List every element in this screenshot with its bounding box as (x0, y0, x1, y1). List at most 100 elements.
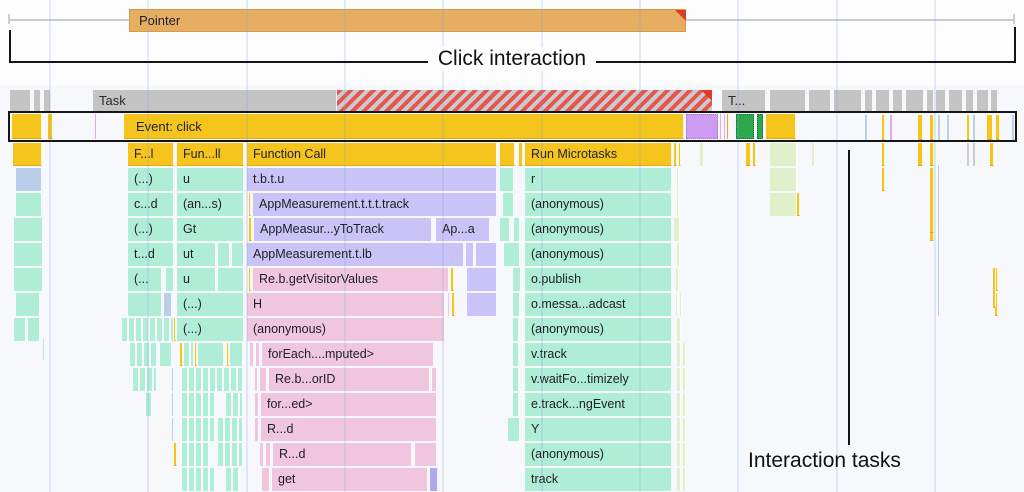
event-segment[interactable] (736, 114, 754, 139)
flame-frame[interactable]: (anonymous) (525, 318, 672, 341)
flame-sliver[interactable] (182, 443, 210, 466)
event-segment[interactable] (724, 114, 726, 139)
flame-sliver[interactable] (122, 318, 174, 341)
flame-frame[interactable]: ut (177, 243, 216, 266)
flame-frame[interactable]: get (272, 468, 428, 491)
flame-frame[interactable]: AppMeasurement.t.lb (247, 243, 464, 266)
flame-frame[interactable]: u (177, 168, 244, 191)
flame-frame[interactable]: t...d (128, 243, 174, 266)
flame-sliver[interactable] (476, 243, 497, 266)
flame-sliver[interactable] (14, 318, 26, 341)
flame-frame[interactable]: (...) (128, 218, 174, 241)
flame-sliver[interactable] (133, 368, 157, 391)
flame-frame[interactable]: v.waitFo...timizely (525, 368, 672, 391)
flame-frame[interactable]: c...d (128, 193, 174, 216)
flame-sliver[interactable] (683, 468, 686, 491)
flame-sliver[interactable] (184, 343, 194, 366)
flame-frame[interactable]: track (525, 468, 672, 491)
flame-frame[interactable]: (... (128, 268, 162, 291)
flame-sliver[interactable] (513, 393, 519, 416)
flame-frame[interactable]: F...l (128, 143, 174, 166)
flame-sliver[interactable] (513, 293, 520, 316)
flame-sliver[interactable] (14, 218, 43, 241)
task-segment[interactable] (770, 90, 806, 111)
flame-frame[interactable]: H (247, 293, 445, 316)
flame-sliver[interactable] (770, 193, 797, 216)
task-segment[interactable] (949, 90, 963, 111)
flame-sliver[interactable] (218, 243, 230, 266)
flame-frame[interactable]: Fun...ll (177, 143, 244, 166)
task-segment[interactable] (906, 90, 924, 111)
flame-sliver[interactable] (266, 443, 271, 466)
flame-sliver[interactable] (683, 368, 686, 391)
task-segment[interactable] (927, 90, 934, 111)
task-segment[interactable] (44, 90, 51, 111)
flame-sliver[interactable] (973, 143, 976, 166)
flame-frame[interactable]: AppMeasurement.t.t.t.track (253, 193, 497, 216)
flame-sliver[interactable] (995, 293, 998, 316)
flame-frame[interactable]: (...) (177, 318, 244, 341)
task-segment[interactable] (865, 90, 873, 111)
task-segment[interactable] (893, 90, 903, 111)
task-segment[interactable] (10, 90, 31, 111)
event-segment[interactable] (95, 114, 97, 139)
event-segment[interactable] (720, 114, 722, 139)
flame-frame[interactable]: o.messa...adcast (525, 293, 672, 316)
flame-sliver[interactable] (676, 268, 679, 291)
flame-sliver[interactable] (255, 393, 259, 416)
flame-sliver[interactable] (448, 293, 450, 316)
flame-frame[interactable]: Run Microtasks (525, 143, 672, 166)
flame-sliver[interactable] (995, 268, 998, 291)
flame-sliver[interactable] (232, 243, 244, 266)
flame-sliver[interactable] (230, 343, 243, 366)
flame-sliver[interactable] (770, 143, 797, 166)
flame-sliver[interactable] (700, 143, 704, 166)
flame-sliver[interactable] (226, 468, 240, 491)
flame-sliver[interactable] (180, 343, 183, 366)
flame-sliver[interactable] (812, 143, 815, 166)
flame-frame[interactable]: forEach....mputed> (262, 343, 434, 366)
flame-sliver[interactable] (677, 468, 681, 491)
flame-frame[interactable]: (...) (128, 168, 174, 191)
flame-sliver[interactable] (432, 368, 437, 391)
task-segment[interactable] (876, 90, 890, 111)
flame-sliver[interactable] (451, 268, 454, 291)
flame-sliver[interactable] (182, 468, 215, 491)
flame-frame[interactable]: Re.b.getVisitorValues (253, 268, 449, 291)
flame-sliver[interactable] (249, 193, 251, 216)
task-segment[interactable] (809, 90, 831, 111)
flame-frame[interactable]: v.track (525, 343, 672, 366)
flame-sliver[interactable] (255, 368, 258, 391)
flame-sliver[interactable] (255, 418, 259, 441)
flame-sliver[interactable] (164, 293, 172, 316)
task-segment[interactable] (966, 90, 974, 111)
flame-sliver[interactable] (16, 293, 40, 316)
flame-sliver[interactable] (683, 443, 686, 466)
flame-sliver[interactable] (16, 168, 42, 191)
flame-sliver[interactable] (14, 243, 43, 266)
flame-sliver[interactable] (882, 143, 885, 166)
event-click-bar[interactable]: Event: click (124, 114, 684, 139)
flame-frame[interactable]: Re.b...orID (269, 368, 430, 391)
task-segment[interactable] (834, 90, 862, 111)
flame-sliver[interactable] (28, 318, 40, 341)
flame-frame[interactable]: t.b.t.u (247, 168, 497, 191)
flame-sliver[interactable] (249, 268, 251, 291)
event-segment[interactable] (686, 114, 718, 139)
flame-sliver[interactable] (677, 343, 681, 366)
flame-sliver[interactable] (513, 318, 519, 341)
flame-sliver[interactable] (514, 218, 520, 241)
flame-frame[interactable]: R...d (273, 443, 412, 466)
flame-sliver[interactable] (14, 268, 43, 291)
flame-sliver[interactable] (770, 168, 797, 191)
flame-sliver[interactable] (218, 418, 243, 441)
flame-sliver[interactable] (172, 418, 174, 441)
flame-frame[interactable]: (an...s) (177, 193, 244, 216)
flame-sliver[interactable] (679, 143, 681, 166)
long-task-hatched-region[interactable] (337, 90, 712, 111)
flame-sliver[interactable] (918, 143, 923, 166)
flame-sliver[interactable] (218, 443, 243, 466)
flame-sliver[interactable] (226, 393, 243, 416)
pointer-interaction-bar[interactable]: Pointer (129, 9, 686, 32)
flame-sliver[interactable] (797, 193, 800, 216)
